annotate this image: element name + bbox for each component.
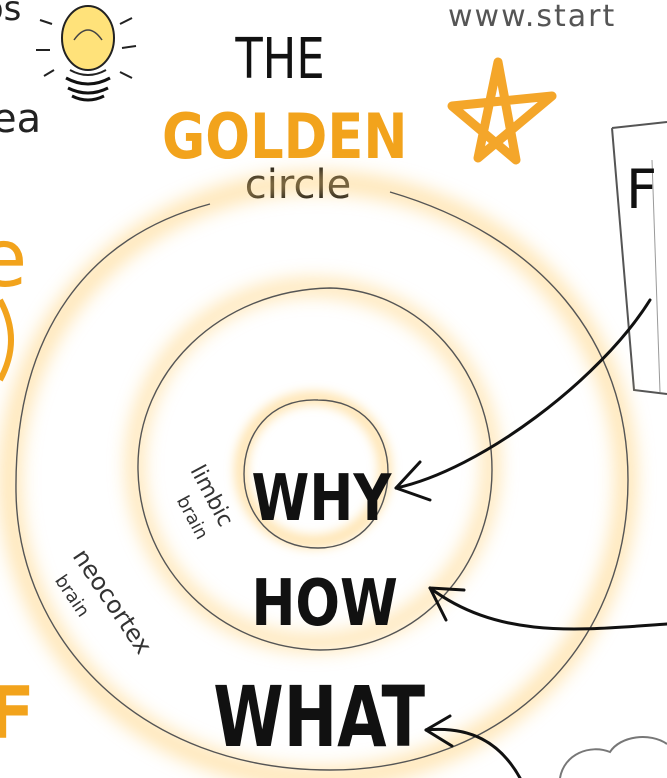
left-edge-curve bbox=[0, 298, 14, 382]
arrow-to-why bbox=[394, 298, 652, 502]
right-panel: F bbox=[611, 121, 667, 395]
ring-glows bbox=[0, 171, 637, 778]
url-text: www.start bbox=[448, 0, 616, 34]
inner-ring bbox=[243, 399, 389, 549]
top-left-word-fragment-bottom: ea bbox=[0, 96, 41, 142]
star-icon bbox=[447, 57, 557, 165]
arrow-to-what bbox=[424, 714, 522, 778]
arrow-to-how bbox=[428, 586, 667, 631]
outer-ring bbox=[15, 191, 629, 771]
middle-ring bbox=[137, 287, 493, 651]
ring-label-what: WHAT bbox=[213, 668, 425, 766]
lightbulb-icon bbox=[36, 5, 137, 102]
top-left-word-fragment-top: ps bbox=[0, 0, 21, 29]
left-edge-fragment-bottom: F bbox=[0, 671, 35, 755]
right-panel-fragment: F bbox=[626, 158, 657, 221]
left-edge-fragment-top: e bbox=[0, 212, 27, 305]
ring-label-why: WHY bbox=[252, 461, 392, 535]
title-the: THE bbox=[234, 26, 324, 91]
title-golden: GOLDEN bbox=[162, 101, 407, 173]
cloud-fragment bbox=[559, 736, 667, 778]
ring-label-how: HOW bbox=[252, 566, 398, 640]
limbic-brain-label: limbic brain bbox=[172, 461, 238, 543]
